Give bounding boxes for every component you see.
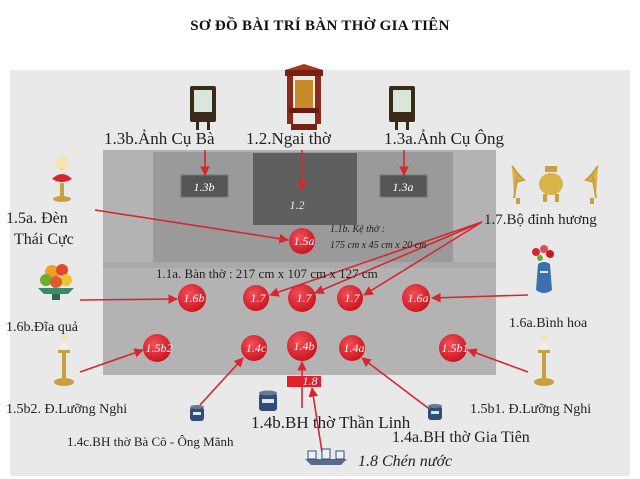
water-cups-box [287,376,321,387]
circle-label-1-6a: 1.6a [408,291,429,305]
label-den-thai-cuc-line1: 1.5a. Đèn [6,210,68,227]
circle-1-5b2: 1.5b2 [143,334,173,362]
circle-label-1-5a: 1.5a [294,234,315,248]
circle-label-1-4a: 1.4a [344,341,365,355]
label-anh-cu-ong: 1.3a.Ảnh Cụ Ông [384,129,504,148]
label-luong-nghi-b1: 1.5b1. Đ.Lưỡng Nghi [470,402,591,417]
label-dia-qua: 1.6b.Đĩa quả [6,320,79,335]
circle-1-4b: 1.4b [287,331,317,361]
circle-label-1-7-middle: 1.7 [297,291,313,305]
arrow-dinh-huong-mid [314,221,483,295]
candle-stand-icon [534,334,554,386]
page-title: SƠ ĐỒ BÀI TRÍ BÀN THỜ GIA TIÊN [190,18,450,34]
circle-1-7-middle: 1.7 [288,284,316,312]
incense-bowl-icon [259,390,277,411]
arrow-gia-tien [361,357,429,409]
box-label-1-8: 1.8 [303,374,318,388]
incense-bowl-icon [428,404,442,420]
label-anh-cu-ba: 1.3b.Ảnh Cụ Bà [104,129,215,148]
label-binh-hoa: 1.6a.Bình hoa [509,316,588,331]
label-bh-ba-co: 1.4c.BH thờ Bà Cô - Ông Mãnh [67,434,234,449]
arrow-den-thai-cuc [94,209,289,244]
circle-1-6b: 1.6b [178,284,206,312]
arrow-chen-nuoc [308,387,323,453]
circle-1-5b1: 1.5b1 [439,334,469,362]
box-label-1-3b: 1.3b [194,180,215,194]
throne-chair-icon [285,64,323,130]
box-label-1-3a: 1.3a [393,180,414,194]
box-label-1-2: 1.2 [290,198,305,212]
arrow-luong-nghi-b1 [467,348,529,373]
throne-box [253,153,357,225]
arrow-luong-nghi-b2 [79,348,144,373]
crane-incense-icon [584,165,599,204]
label-bo-dinh-huong: 1.7.Bộ đỉnh hương [484,212,597,228]
arrow-ba-co [199,357,244,406]
circle-1-6a: 1.6a [402,284,430,312]
water-cups-icon [305,448,347,465]
circle-label-1-5b2: 1.5b2 [146,341,173,355]
circle-label-1-7-right: 1.7 [345,291,361,305]
circle-1-7-right: 1.7 [337,285,363,311]
arrow-dia-qua [79,294,178,304]
arrow-dinh-huong-left [269,221,483,297]
fruit-plate-icon [38,264,74,300]
label-ngai-tho: 1.2.Ngai thờ [246,129,332,148]
circle-1-5a: 1.5a [289,228,315,254]
circle-label-1-6b: 1.6b [184,291,205,305]
label-bh-than-linh: 1.4b.BH thờ Thần Linh [251,413,411,432]
label-ke-tho-line1: 1.1b. Kệ thờ : [330,224,385,235]
pointer-arrows [79,150,529,453]
label-bh-gia-tien: 1.4a.BH thờ Gia Tiên [392,429,530,446]
label-den-thai-cuc-line2: Thái Cực [14,231,74,248]
label-luong-nghi-b2: 1.5b2. Đ.Lưỡng Nghi [6,402,127,417]
circle-label-1-4b: 1.4b [294,339,315,353]
circle-label-1-7-left: 1.7 [251,291,267,305]
circle-1-7-left: 1.7 [243,285,269,311]
circle-label-1-4c: 1.4c [246,341,267,355]
portrait-frame-icon [389,86,415,130]
altar-table-top-band [103,262,496,268]
arrow-dinh-huong-right [363,221,483,296]
label-ban-tho: 1.1a. Bàn thờ : 217 cm x 107 cm x 127 cm [156,266,378,281]
incense-bowl-icon [190,405,204,421]
circle-1-4a: 1.4a [339,335,365,361]
portrait-frame-icon [190,86,216,130]
label-ke-tho-line2: 175 cm x 45 cm x 20 cm [330,240,426,251]
label-chen-nuoc: 1.8 Chén nước [358,453,452,470]
flower-vase-icon [532,245,554,293]
incense-burner-icon [539,166,563,202]
candle-stand-icon [54,334,74,386]
arrow-binh-hoa [431,292,529,303]
circle-1-4c: 1.4c [241,335,267,361]
circle-label-1-5b1: 1.5b1 [442,341,469,355]
crane-incense-icon [511,165,526,204]
lotus-lamp-icon [52,155,72,202]
